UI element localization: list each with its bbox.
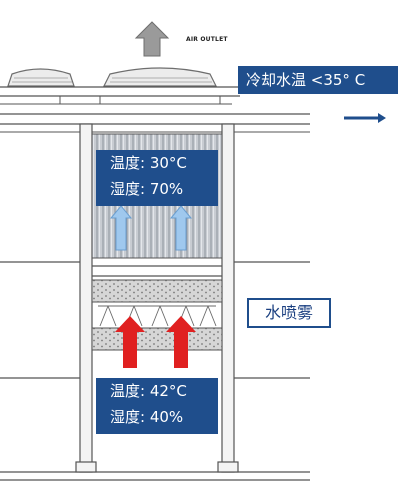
lower-humidity: 湿度: 40%: [110, 408, 184, 426]
structure: [0, 261, 310, 481]
air-outlet-arrow: [134, 21, 170, 57]
frame-lines: [92, 265, 222, 277]
fan-right: [103, 67, 217, 87]
upper-temperature: 温度: 30°C: [110, 154, 187, 172]
discharge-arrow: [344, 113, 386, 123]
top-deck: [0, 86, 310, 133]
water-spray-label: 水喷雾: [247, 298, 331, 328]
upper-condition-box: 温度: 30°C 湿度: 70%: [96, 150, 218, 206]
cooling-water-temp-label: 冷却水温 <35° C: [238, 66, 398, 94]
lower-temperature: 温度: 42°C: [110, 382, 187, 400]
fan-left: [7, 68, 75, 87]
hot-air-arrow-right: [166, 316, 196, 368]
air-outlet-label: AIR OUTLET: [186, 36, 228, 43]
cool-air-arrow-left: [109, 205, 133, 251]
lower-condition-box: 温度: 42°C 湿度: 40%: [96, 378, 218, 434]
hot-air-arrow-left: [115, 316, 145, 368]
upper-humidity: 湿度: 70%: [110, 180, 184, 198]
spray-nozzles: [98, 305, 217, 327]
cool-air-arrow-right: [169, 205, 193, 251]
